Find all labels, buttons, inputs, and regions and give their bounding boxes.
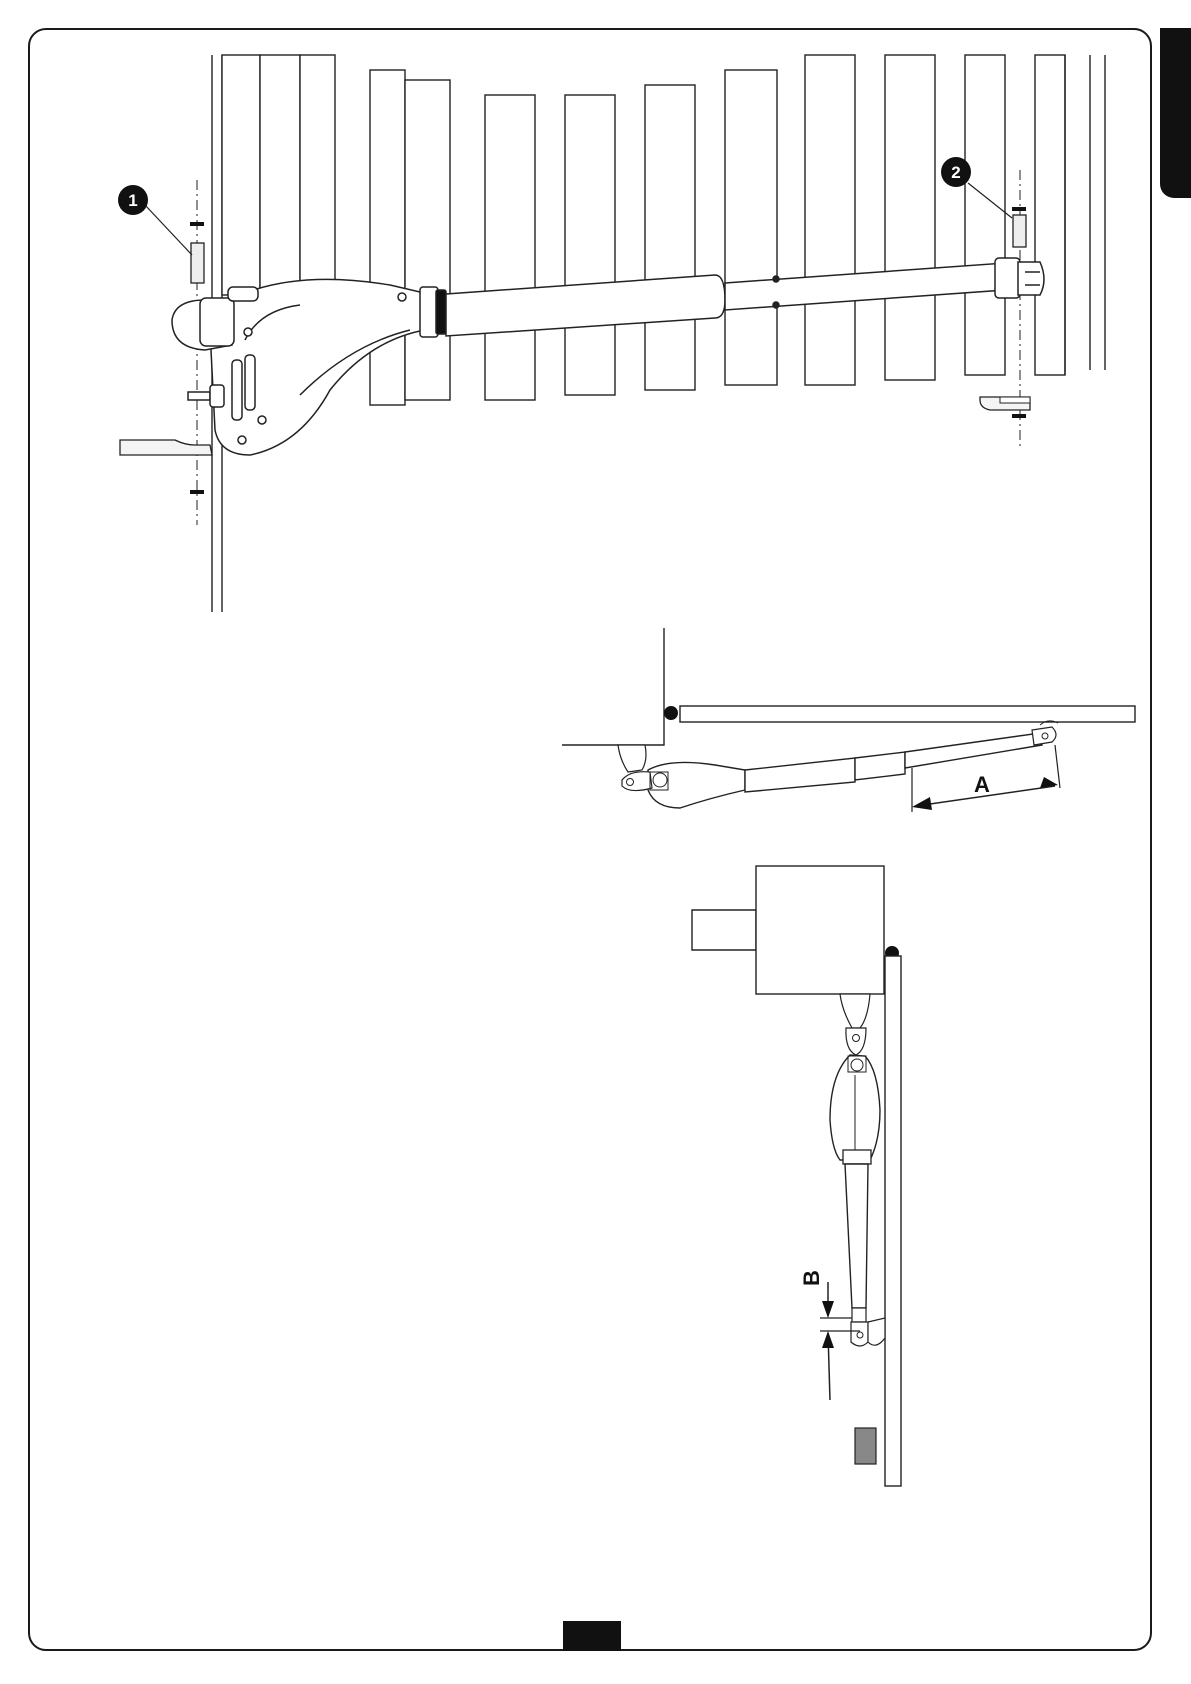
pillar bbox=[756, 866, 884, 994]
dimension-a-label: A bbox=[974, 772, 990, 797]
pin-1 bbox=[191, 243, 204, 283]
rear-bracket-plate bbox=[120, 440, 212, 455]
gate-leaf bbox=[680, 706, 1135, 722]
callout-1: 1 bbox=[118, 185, 148, 215]
hinge-point bbox=[664, 706, 678, 720]
dimension-b-label: B bbox=[799, 1270, 824, 1286]
svg-text:1: 1 bbox=[128, 191, 137, 210]
gate-opener-installation-diagram: 1 2 bbox=[0, 0, 1191, 640]
front-fork bbox=[995, 258, 1044, 298]
open-position-top-view: B bbox=[680, 860, 920, 1500]
page-number bbox=[563, 1621, 621, 1651]
pin-2 bbox=[1013, 215, 1026, 247]
callout-2: 2 bbox=[941, 157, 971, 187]
svg-text:2: 2 bbox=[951, 163, 960, 182]
gate-stopper bbox=[855, 1428, 876, 1464]
closed-position-top-view: A bbox=[560, 620, 1140, 830]
gate-leaf bbox=[885, 956, 901, 1486]
